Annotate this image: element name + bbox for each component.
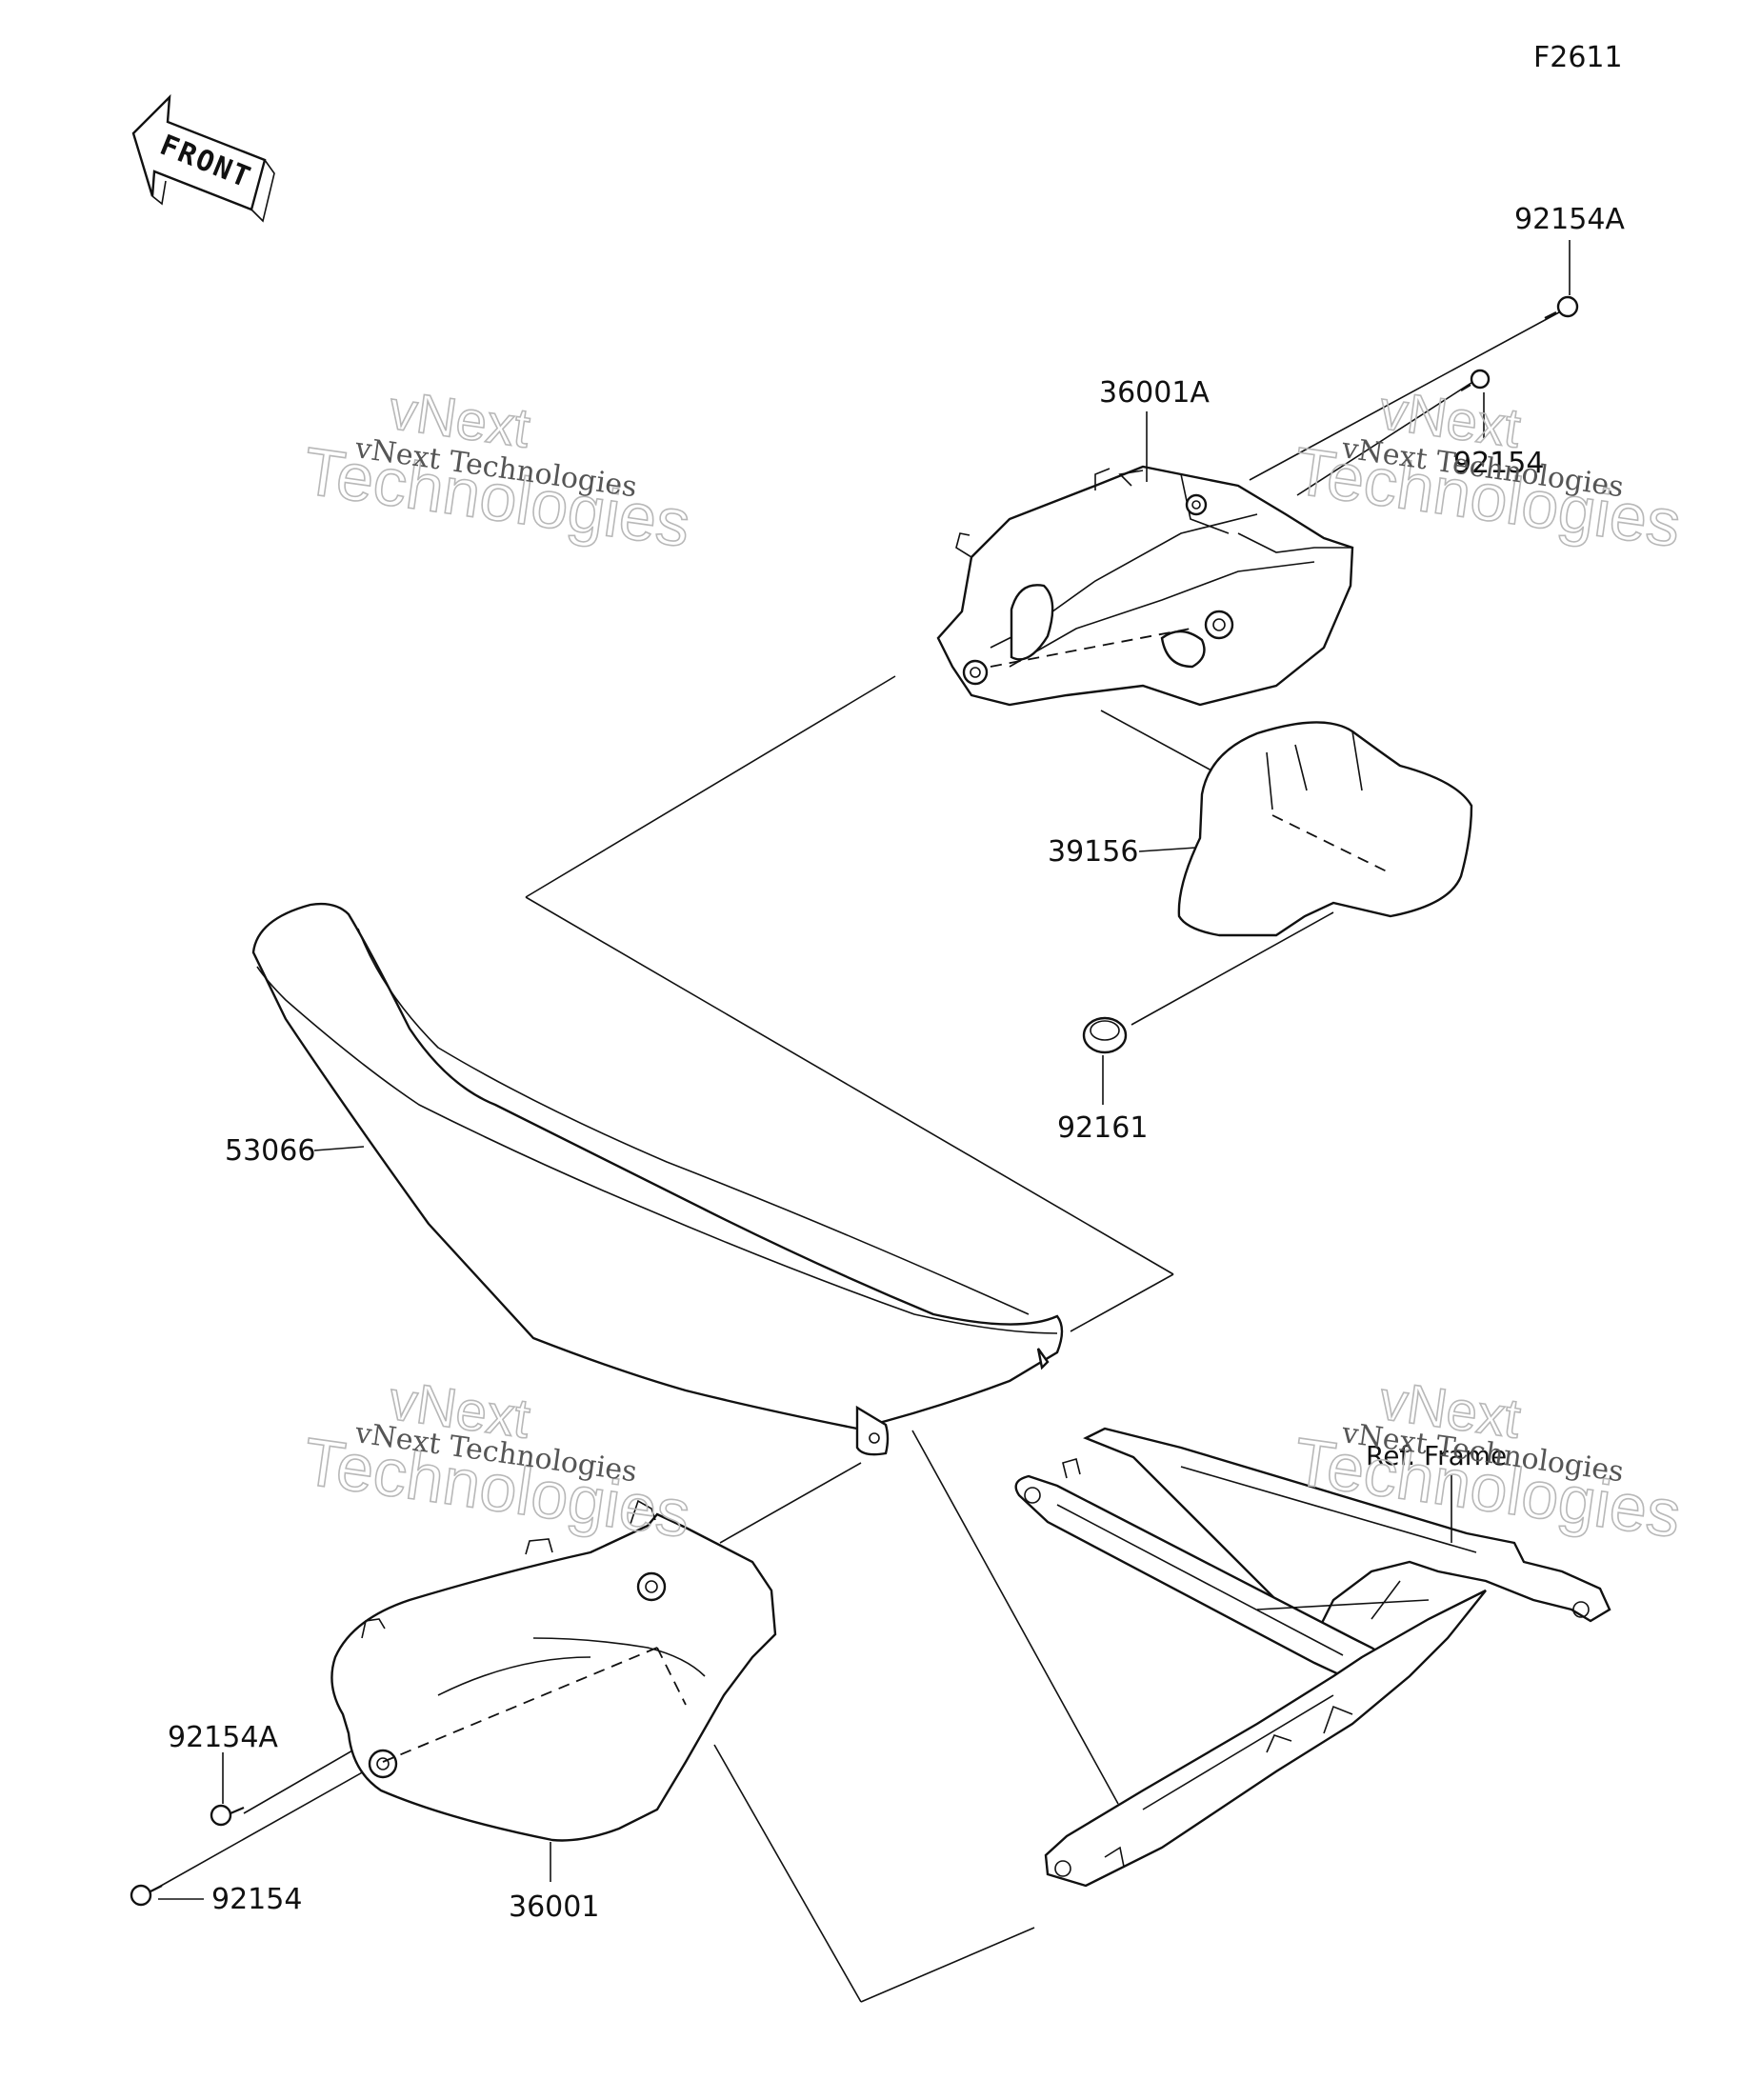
part-label-92154A-bottom: 92154A (168, 1721, 278, 1754)
filter-sheet-part (1177, 721, 1473, 937)
grommet-part (1082, 1016, 1128, 1054)
part-label-53066: 53066 (225, 1134, 315, 1168)
part-label-36001A: 36001A (1099, 376, 1210, 410)
bolt-icon-top-b (1460, 369, 1491, 391)
part-label-92154A-top: 92154A (1514, 203, 1625, 236)
part-label-36001: 36001 (509, 1890, 599, 1924)
part-label-92154-top: 92154 (1453, 447, 1544, 480)
figure-code: F2611 (1533, 41, 1623, 74)
frame-subframe-part (1014, 1427, 1611, 1888)
part-labels: 92154A 36001A 92154 39156 92161 53066 92… (158, 203, 1625, 1924)
ref-frame-label: Ref. Frame (1366, 1440, 1507, 1471)
part-label-92154-bottom: 92154 (211, 1883, 302, 1916)
bolt-icon-bottom-a (210, 1804, 245, 1827)
seat-part (251, 902, 1064, 1456)
bolt-icon-top-a (1544, 295, 1579, 319)
bolt-icon-bottom-b (130, 1884, 163, 1907)
part-label-39156: 39156 (1048, 835, 1138, 869)
part-label-92161: 92161 (1057, 1111, 1148, 1145)
front-arrow-icon: FRONT (131, 93, 275, 223)
right-side-cover-part (936, 465, 1354, 707)
left-side-cover-part (330, 1499, 777, 1842)
